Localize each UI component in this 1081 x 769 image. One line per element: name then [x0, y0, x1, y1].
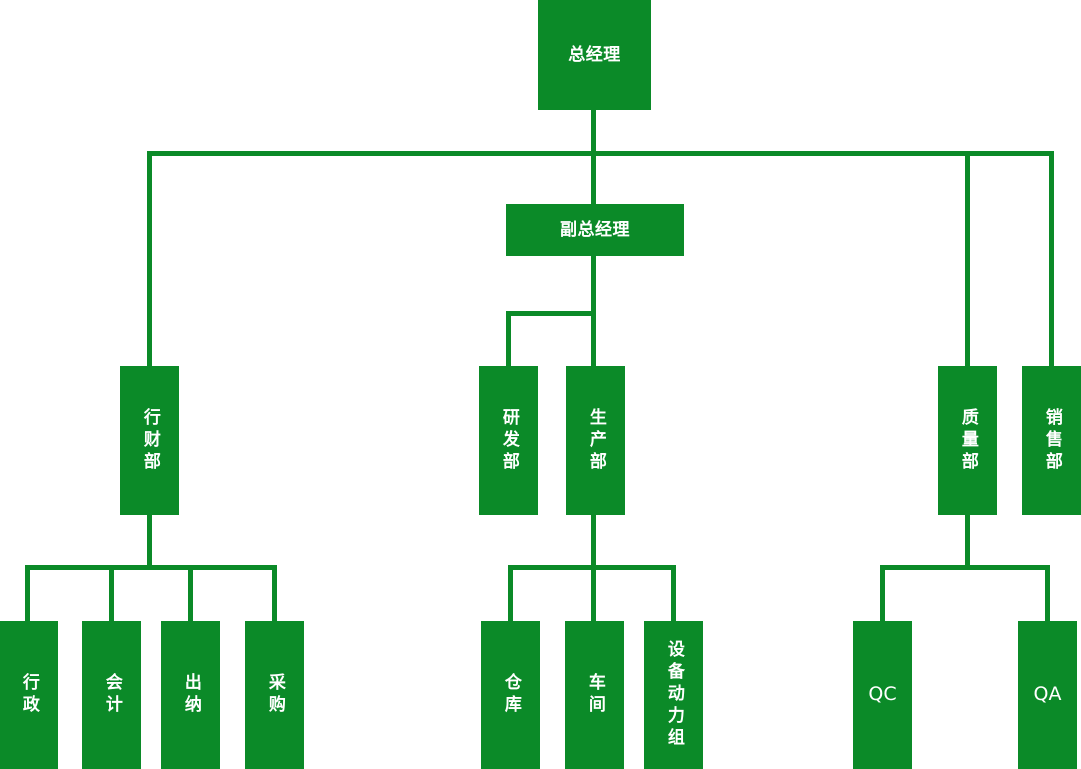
node-general-manager[interactable]: 总经理 — [538, 0, 651, 110]
node-sales-dept[interactable]: 销售部 — [1022, 366, 1081, 515]
node-warehouse[interactable]: 仓库 — [481, 621, 540, 769]
edge-gm-to-admin-finance — [147, 151, 152, 368]
node-workshop[interactable]: 车间 — [565, 621, 624, 769]
edge-production-to-warehouse — [508, 565, 513, 623]
edge-admin-finance-to-accounting — [109, 565, 114, 623]
node-deputy-general-manager[interactable]: 副总经理 — [506, 204, 684, 256]
edge-gm-to-deputy — [591, 151, 596, 206]
edge-quality-bus — [880, 565, 1050, 570]
edge-quality-to-qa — [1045, 565, 1050, 623]
edge-admin-finance-to-cashier — [188, 565, 193, 623]
node-production-dept[interactable]: 生产部 — [566, 366, 625, 515]
edge-admin-finance-to-purchasing — [272, 565, 277, 623]
node-rd-dept[interactable]: 研发部 — [479, 366, 538, 515]
node-accounting[interactable]: 会计 — [82, 621, 141, 769]
node-administration[interactable]: 行政 — [0, 621, 58, 769]
edge-admin-finance-bus — [25, 565, 277, 570]
node-purchasing[interactable]: 采购 — [245, 621, 304, 769]
edge-gm-to-quality — [965, 151, 970, 368]
edge-production-stem — [591, 513, 596, 569]
edge-deputy-bus — [506, 311, 596, 316]
edge-gm-bus — [147, 151, 1054, 156]
node-admin-finance-dept[interactable]: 行财部 — [120, 366, 179, 515]
edge-quality-stem — [965, 513, 970, 569]
edge-gm-stem — [591, 110, 596, 156]
edge-quality-to-qc — [880, 565, 885, 623]
edge-admin-finance-stem — [147, 513, 152, 569]
edge-production-to-workshop — [591, 565, 596, 623]
node-equipment-power-group[interactable]: 设备动力组 — [644, 621, 703, 769]
edge-gm-to-sales — [1049, 151, 1054, 368]
edge-admin-finance-to-administration — [25, 565, 30, 623]
edge-deputy-to-rd — [506, 311, 511, 368]
edge-production-to-equipment — [671, 565, 676, 623]
node-qa[interactable]: QA — [1018, 621, 1077, 769]
node-qc[interactable]: QC — [853, 621, 912, 769]
node-quality-dept[interactable]: 质量部 — [938, 366, 997, 515]
node-cashier[interactable]: 出纳 — [161, 621, 220, 769]
